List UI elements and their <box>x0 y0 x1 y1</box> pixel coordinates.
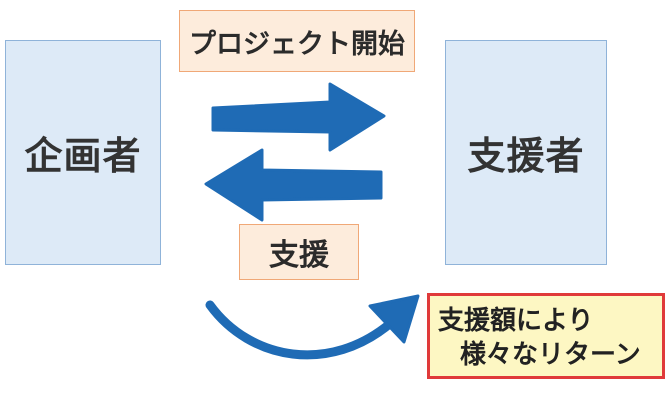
support-label: 支援 <box>239 224 359 280</box>
supporter-label: 支援者 <box>467 134 585 178</box>
project-start-label: プロジェクト開始 <box>179 10 415 72</box>
return-note-box: 支援額により 様々なリターン <box>427 293 665 379</box>
planner-box: 企画者 <box>5 40 161 265</box>
arrow-left-icon <box>204 148 383 222</box>
project-start-text: プロジェクト開始 <box>189 28 405 60</box>
return-note-line1: 支援額により <box>438 306 594 336</box>
planner-label: 企画者 <box>24 134 142 178</box>
curved-arrow-head-icon <box>368 294 420 344</box>
arrow-right-icon <box>211 82 386 152</box>
supporter-box: 支援者 <box>445 40 607 265</box>
curved-arrow-icon <box>205 300 397 360</box>
return-note-line2: 様々なリターン <box>460 340 641 370</box>
support-text: 支援 <box>269 238 329 273</box>
